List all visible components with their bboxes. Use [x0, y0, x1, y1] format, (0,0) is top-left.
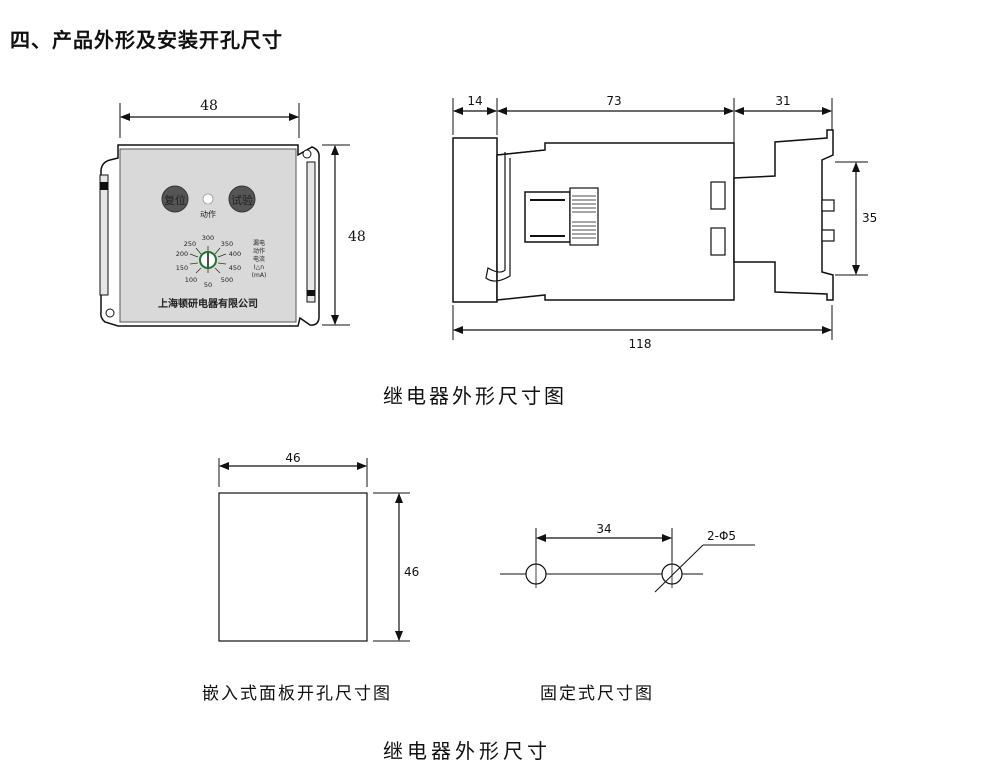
- dial-value: 350: [221, 240, 233, 248]
- fixing-caption: 固定式尺寸图: [540, 684, 654, 704]
- dial-caption-line: I△n: [254, 264, 264, 271]
- reset-button-label: 复位: [164, 193, 186, 207]
- dial-caption-line: (mA): [252, 272, 267, 279]
- right-clip: [306, 161, 316, 303]
- vent-slot: [710, 181, 726, 210]
- dial-value: 150: [176, 264, 188, 272]
- total-depth-label: 118: [629, 337, 652, 351]
- vent-slot: [710, 227, 726, 256]
- section-title: 四、产品外形及安装开孔尺寸: [10, 28, 283, 52]
- screw-hole-icon: [105, 308, 115, 318]
- rail-height-label: 35: [862, 211, 877, 225]
- dial-caption-line: 动作: [253, 247, 265, 255]
- fixing-view: 34 2-Φ5: [500, 522, 755, 593]
- screw-hole-icon: [302, 149, 312, 159]
- action-led-icon: [202, 193, 214, 205]
- dial-value: 250: [184, 240, 196, 248]
- side-view: 14 73 31 35 1: [452, 94, 877, 351]
- dial-caption-line: 电流: [253, 255, 265, 263]
- front-view: 48 48 复位 试验 动作: [99, 98, 366, 327]
- cutout-width-label: 46: [285, 451, 300, 465]
- test-button-label: 试验: [231, 193, 253, 207]
- relay-drawing-caption: 继电器外形尺寸图: [383, 384, 567, 408]
- dial-caption-line: 漏电: [253, 239, 265, 247]
- dial-value: 200: [176, 250, 188, 258]
- width-dimension-label: 48: [200, 98, 218, 114]
- dial-value: 500: [221, 276, 233, 284]
- reset-button: [161, 185, 189, 213]
- dial-value: 400: [229, 250, 241, 258]
- din-base: [733, 129, 834, 301]
- dial-value: 50: [204, 281, 212, 289]
- left-clip: [99, 174, 109, 296]
- leader-line: [654, 544, 704, 593]
- dial-value: 450: [229, 264, 241, 272]
- front-bezel: [452, 137, 498, 303]
- cutout-height-label: 46: [404, 565, 419, 579]
- face-panel: [119, 148, 297, 323]
- action-label: 动作: [200, 209, 216, 219]
- dial-value: 300: [202, 234, 214, 242]
- company-name: 上海顿研电器有限公司: [158, 297, 258, 310]
- cutout-caption: 嵌入式面板开孔尺寸图: [202, 684, 392, 704]
- front-depth-label: 14: [467, 94, 482, 108]
- dial-value: 100: [185, 276, 197, 284]
- bottom-caption: 继电器外形尺寸: [383, 739, 551, 763]
- cutout-view: 46 46: [218, 451, 419, 642]
- body-depth-label: 73: [606, 94, 621, 108]
- relay-body: [496, 142, 735, 301]
- panel-cutout: [218, 492, 368, 642]
- height-dimension-label: 48: [348, 229, 366, 245]
- hole-spacing-label: 34: [596, 522, 611, 536]
- hole-spec-label: 2-Φ5: [707, 529, 736, 543]
- base-depth-label: 31: [775, 94, 790, 108]
- test-button: [228, 185, 256, 213]
